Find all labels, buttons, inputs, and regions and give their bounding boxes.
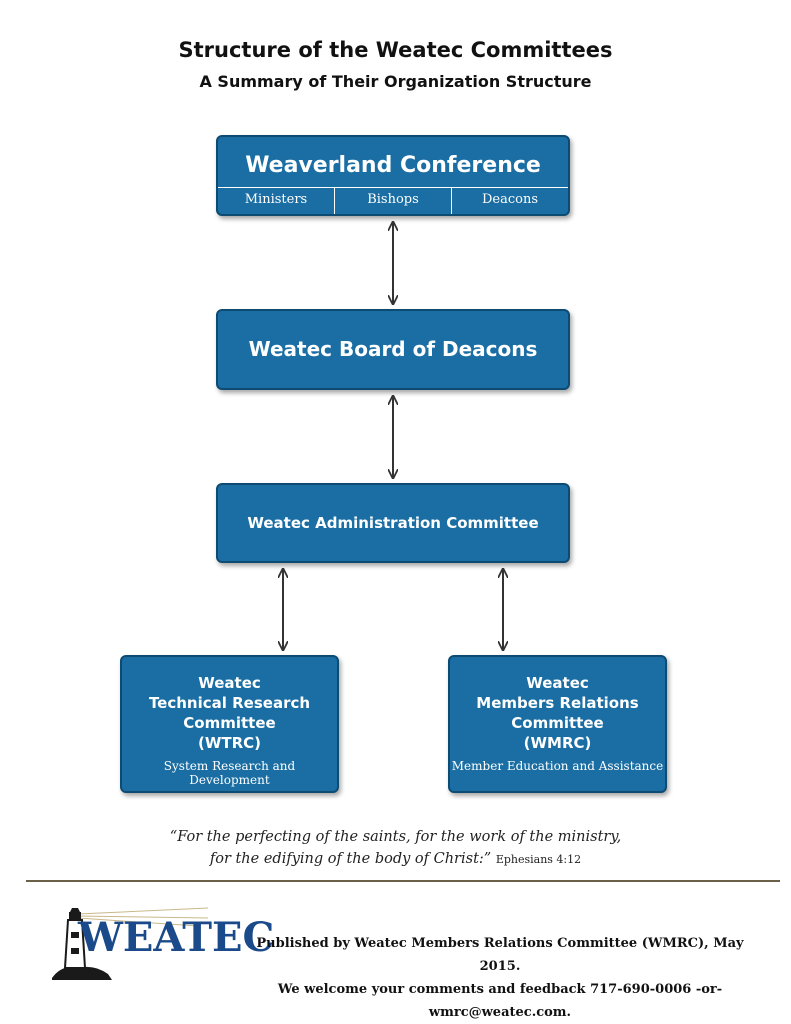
member-bishops: Bishops	[334, 188, 451, 214]
wmrc-box: Weatec Members Relations Committee (WMRC…	[448, 655, 667, 793]
weaverland-conference-box: Weaverland Conference Ministers Bishops …	[216, 135, 570, 216]
wmrc-name-line-3: Committee	[511, 714, 604, 732]
conference-title: Weaverland Conference	[245, 153, 541, 178]
admin-title: Weatec Administration Committee	[247, 514, 539, 532]
wmrc-name-line-4: (WMRC)	[523, 734, 592, 752]
member-deacons: Deacons	[451, 188, 568, 214]
wmrc-name-line-2: Members Relations	[476, 694, 639, 712]
wtrc-name-line-4: (WTRC)	[197, 734, 262, 752]
feedback-contact: We welcome your comments and feedback 71…	[277, 982, 723, 1020]
wtrc-name-line-3: Committee	[183, 714, 276, 732]
board-title: Weatec Board of Deacons	[248, 337, 538, 361]
publication-info: Published by Weatec Members Relations Co…	[250, 932, 750, 1024]
wmrc-name-line-1: Weatec	[526, 674, 589, 692]
wtrc-box: Weatec Technical Research Committee (WTR…	[120, 655, 339, 793]
scripture-quote: “For the perfecting of the saints, for t…	[0, 826, 791, 871]
quote-line-2: for the edifying of the body of Christ:”	[209, 851, 492, 867]
logo-wordmark: WEATEC	[78, 914, 275, 961]
page-subtitle: A Summary of Their Organization Structur…	[199, 72, 592, 91]
member-ministers: Ministers	[244, 192, 308, 207]
board-of-deacons-box: Weatec Board of Deacons	[216, 309, 570, 390]
quote-reference: Ephesians 4:12	[495, 853, 582, 866]
quote-line-1: “For the perfecting of the saints, for t…	[169, 829, 622, 845]
lighthouse-icon	[52, 907, 209, 980]
page-title: Structure of the Weatec Committees	[178, 38, 613, 62]
weatec-logo: WEATEC	[48, 902, 274, 982]
wtrc-name-line-2: Technical Research	[148, 694, 311, 712]
conference-members: Ministers Bishops Deacons	[218, 187, 568, 214]
administration-committee-box: Weatec Administration Committee	[216, 483, 570, 563]
published-by: Published by Weatec Members Relations Co…	[256, 936, 744, 974]
wtrc-description: System Research and Development	[163, 759, 296, 787]
footer-divider	[26, 880, 780, 882]
quote-line-2-wrap: for the edifying of the body of Christ:”…	[0, 848, 791, 871]
wmrc-description: Member Education and Assistance	[451, 759, 664, 773]
wtrc-name-line-1: Weatec	[198, 674, 261, 692]
